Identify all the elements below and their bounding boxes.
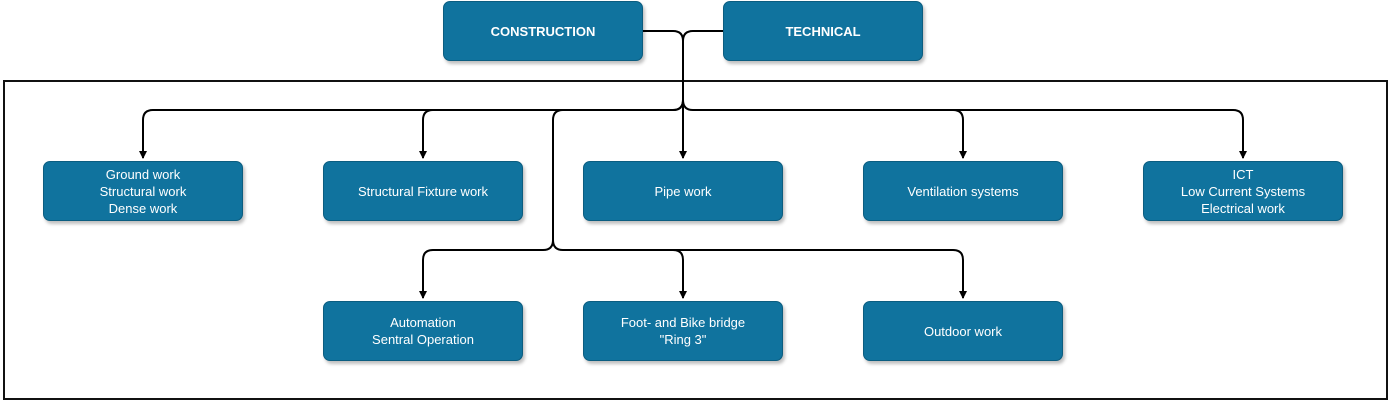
structural-fixture-node: Structural Fixture work	[323, 161, 523, 221]
pipe-work-node: Pipe work	[583, 161, 783, 221]
node-line: Dense work	[108, 200, 178, 216]
connector-construction	[643, 30, 684, 100]
connector-automation	[419, 239, 554, 299]
node-line: Ground work	[105, 166, 181, 182]
node-line: Electrical work	[1201, 200, 1285, 216]
node-line: Structural Fixture work	[357, 183, 489, 199]
ventilation-node: Ventilation systems	[863, 161, 1063, 221]
node-label: TECHNICAL	[785, 23, 861, 39]
connector-outdoor	[673, 249, 967, 299]
technical-node: TECHNICAL	[723, 1, 923, 61]
node-line: Low Current Systems	[1180, 183, 1306, 199]
connector-ict	[953, 109, 1247, 159]
node-line: Ventilation systems	[907, 183, 1019, 199]
connector-ventilation	[682, 99, 967, 159]
construction-node: CONSTRUCTION	[443, 1, 643, 61]
bridge-node: Foot- and Bike bridge "Ring 3"	[583, 301, 783, 361]
node-line: Pipe work	[654, 183, 712, 199]
node-line: Foot- and Bike bridge	[620, 315, 746, 330]
outdoor-work-node: Outdoor work	[863, 301, 1063, 361]
node-line: Sentral Operation	[372, 332, 474, 347]
node-label: CONSTRUCTION	[490, 23, 596, 39]
connector-row2-trunk	[552, 99, 684, 251]
connector-technical	[682, 30, 723, 42]
node-line: "Ring 3"	[659, 332, 707, 347]
node-line: ICT	[1232, 166, 1254, 182]
connector-structural-fixture	[419, 109, 434, 159]
disciplines-frame	[3, 80, 1388, 400]
ict-node: ICT Low Current Systems Electrical work	[1143, 161, 1343, 221]
automation-node: Automation Sentral Operation	[323, 301, 523, 361]
connector-ground-work	[139, 99, 684, 159]
node-line: Structural work	[99, 183, 187, 199]
ground-work-node: Ground work Structural work Dense work	[43, 161, 243, 221]
node-line: Outdoor work	[923, 323, 1003, 339]
node-line: Automation	[390, 315, 456, 330]
connector-bridge	[563, 249, 687, 299]
